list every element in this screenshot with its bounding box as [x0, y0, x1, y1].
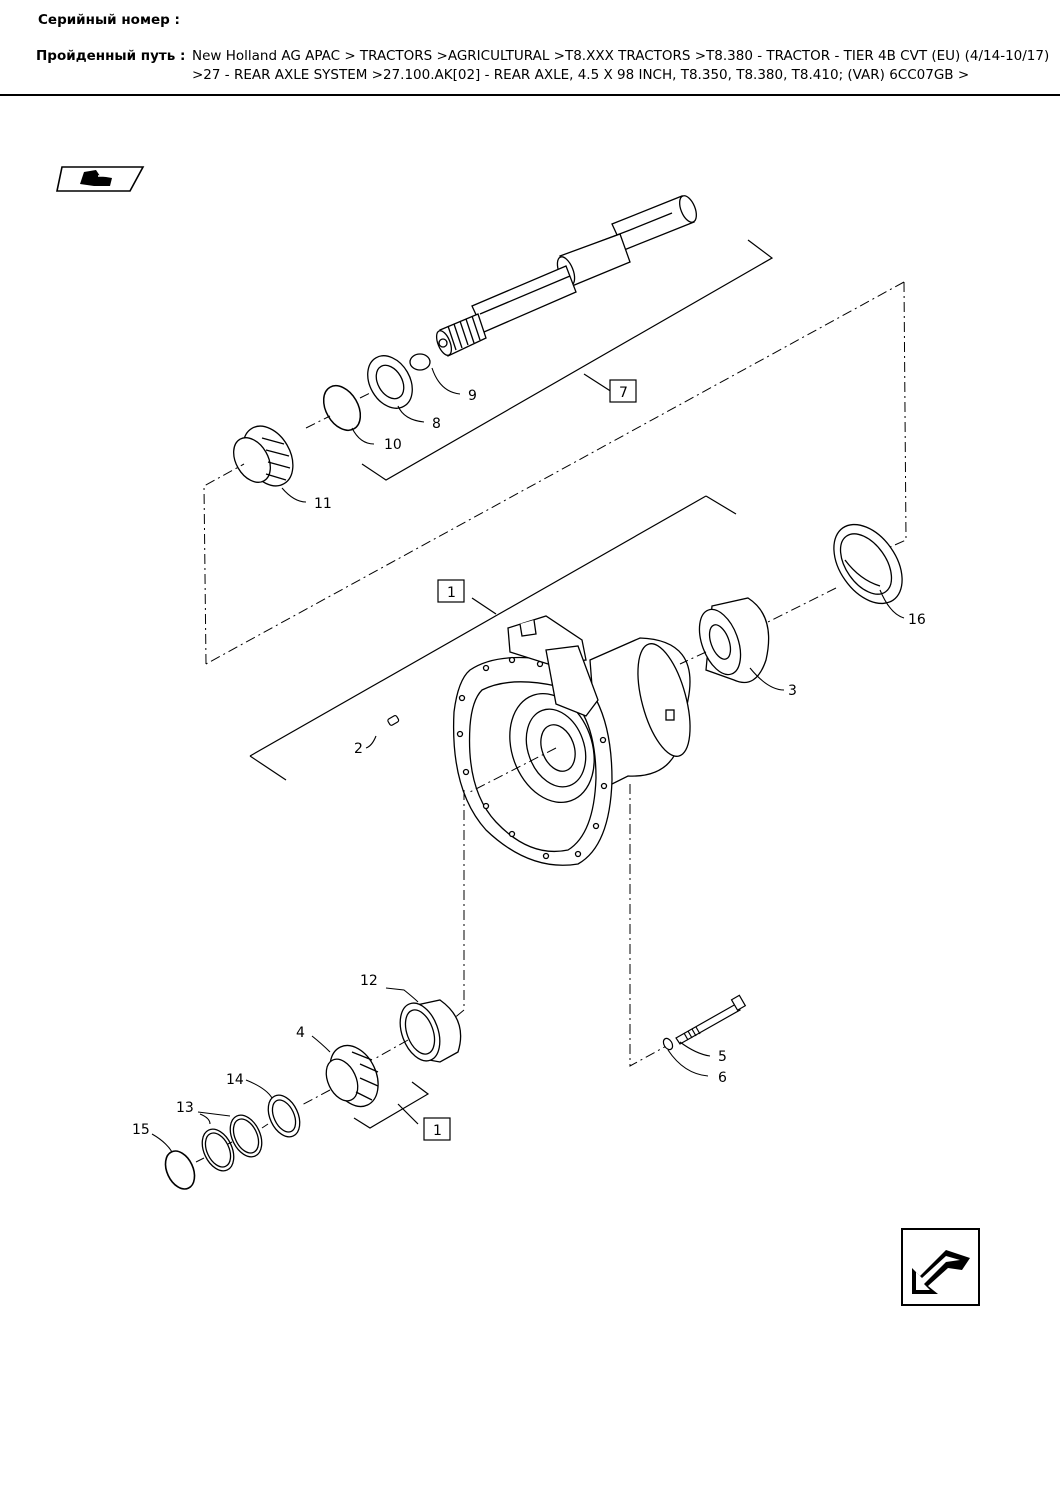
part-4-bearing[interactable] [320, 1038, 387, 1115]
header-divider [0, 94, 1060, 96]
path-label: Пройденный путь : [36, 48, 186, 64]
part-10-snap-ring[interactable] [316, 379, 368, 437]
axle-shaft[interactable] [434, 193, 700, 357]
callout-1-upper[interactable]: 1 [447, 585, 456, 601]
part-3-sleeve[interactable] [691, 597, 770, 684]
breadcrumb-line-1[interactable]: New Holland AG APAC > TRACTORS >AGRICULT… [192, 48, 1050, 64]
part-11-bearing[interactable] [226, 417, 303, 494]
callout-16[interactable]: 16 [908, 612, 926, 628]
bracket-1-top [249, 495, 737, 781]
callout-6[interactable]: 6 [718, 1070, 727, 1086]
next-page-arrow-icon[interactable] [901, 1228, 980, 1306]
axle-housing[interactable] [452, 615, 701, 866]
callout-12[interactable]: 12 [360, 973, 378, 989]
part-12-bearing-cup[interactable] [393, 998, 462, 1067]
callout-9[interactable]: 9 [468, 388, 477, 404]
part-5-bolt[interactable] [675, 994, 747, 1045]
part-2-pin[interactable] [387, 715, 400, 726]
callout-1a-box [437, 579, 465, 603]
bracket-1-bottom [353, 1081, 430, 1129]
part-13-shims[interactable] [196, 1110, 268, 1176]
part-16-seal[interactable] [820, 512, 916, 616]
part-9-ball[interactable] [409, 353, 431, 371]
callout-14[interactable]: 14 [226, 1072, 244, 1088]
callout-13[interactable]: 13 [176, 1100, 194, 1116]
bracket-7 [361, 239, 774, 481]
part-15-snap-ring[interactable] [160, 1146, 200, 1193]
callout-7-box [609, 379, 637, 403]
callout-7[interactable]: 7 [619, 385, 628, 401]
callout-11[interactable]: 11 [314, 496, 332, 512]
callout-4[interactable]: 4 [296, 1025, 305, 1041]
breadcrumb-line-2[interactable]: >27 - REAR AXLE SYSTEM >27.100.AK[02] - … [192, 67, 970, 83]
part-8-seal[interactable] [359, 348, 422, 416]
callout-2[interactable]: 2 [354, 741, 363, 757]
callout-15[interactable]: 15 [132, 1122, 150, 1138]
part-14-ring[interactable] [262, 1090, 306, 1142]
callout-1b-box [423, 1117, 451, 1141]
callout-8[interactable]: 8 [432, 416, 441, 432]
part-6-washer[interactable] [662, 1037, 675, 1051]
serial-number-label: Серийный номер : [38, 12, 180, 28]
callout-leaders [151, 367, 905, 1153]
callout-5[interactable]: 5 [718, 1049, 727, 1065]
callout-labels: 7 9 8 10 11 1 16 3 2 12 4 14 13 15 5 6 1 [132, 379, 926, 1141]
callout-3[interactable]: 3 [788, 683, 797, 699]
book-hand-icon[interactable] [56, 166, 145, 192]
assembly-lines-middle [451, 587, 837, 1067]
callout-1-lower[interactable]: 1 [433, 1123, 442, 1139]
assembly-lines-lower [195, 1039, 409, 1163]
assembly-lines-upper [203, 281, 907, 665]
callout-10[interactable]: 10 [384, 437, 402, 453]
